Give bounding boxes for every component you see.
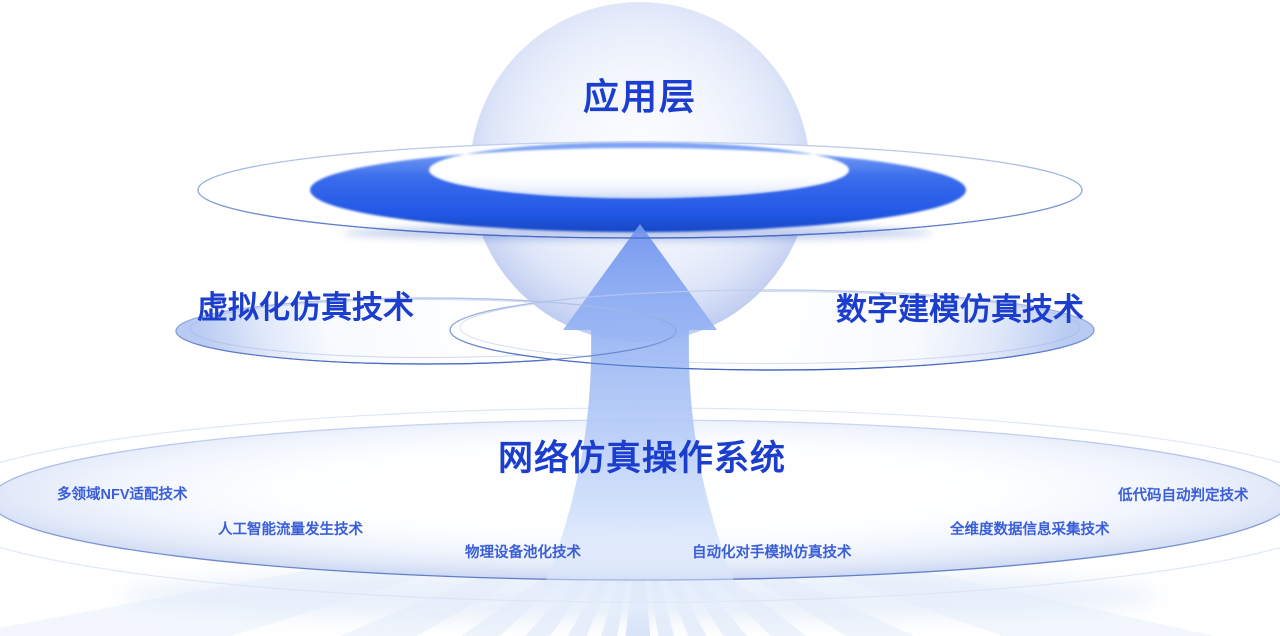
application-layer-top: [197, 2, 1083, 342]
ring-hole-shade: [429, 142, 849, 198]
overlay-rim-strokes: [175, 141, 1095, 371]
tech-label-data-collection: 全维度数据信息采集技术: [950, 522, 1110, 538]
tech-label-adversary-simulation: 自动化对手模拟仿真技术: [692, 545, 852, 561]
tech-label-lowcode-judgment: 低代码自动判定技术: [1118, 488, 1249, 504]
upward-arrow: [532, 224, 748, 614]
application-layer-title: 应用层: [582, 76, 698, 117]
digital-modeling-title: 数字建模仿真技术: [836, 292, 1084, 327]
tech-label-device-pooling: 物理设备池化技术: [465, 545, 581, 561]
blue-torus-ring: [309, 142, 967, 233]
tech-label-nfv-adaptation: 多领域NFV适配技术: [57, 487, 188, 503]
virtualization-title: 虚拟化仿真技术: [197, 290, 414, 325]
os-title: 网络仿真操作系统: [497, 439, 787, 478]
tech-label-ai-traffic: 人工智能流量发生技术: [218, 522, 363, 538]
